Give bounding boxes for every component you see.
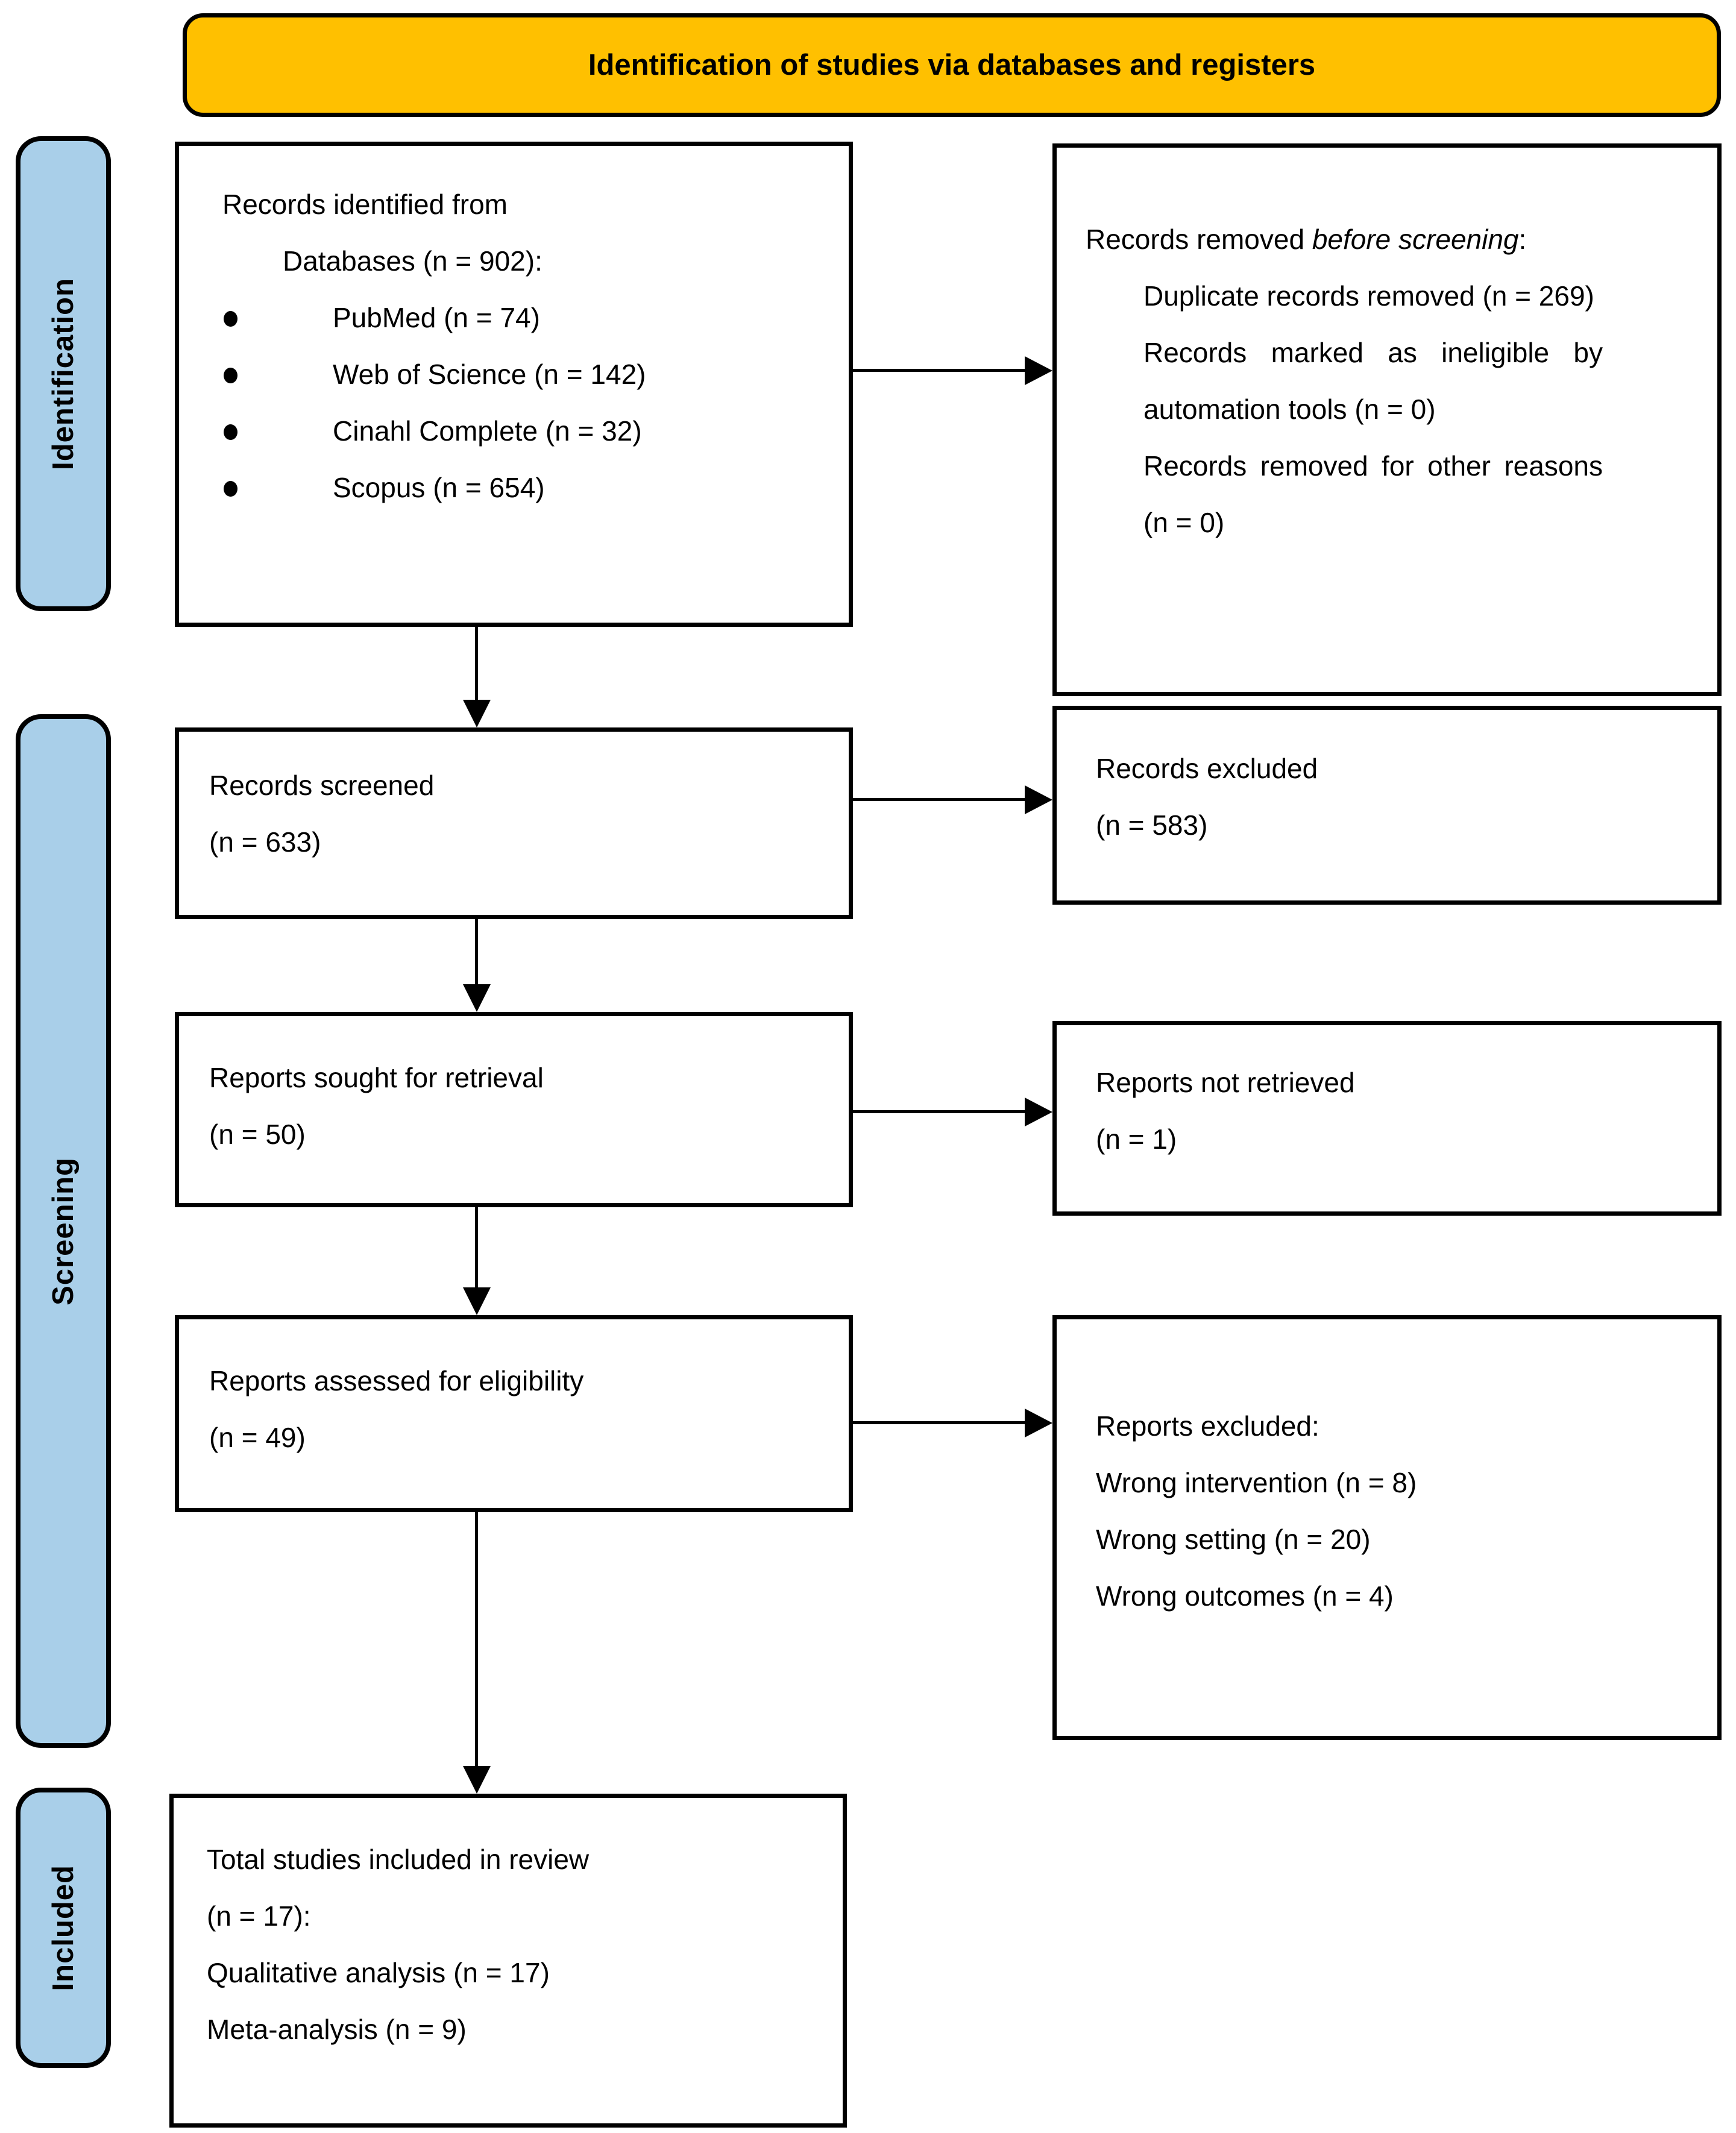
records-removed-intro-italic: before screening [1312,224,1519,255]
database-item-pubmed: PubMed (n = 74) [222,289,828,346]
records-screened-count: (n = 633) [209,826,321,858]
stage-label-identification: Identification [47,277,80,470]
arrow-assessed-to-excluded [849,1421,1025,1424]
stage-label-screening: Screening [47,1157,80,1305]
records-removed-item-automation: Records marked as ineligible by automati… [1143,337,1603,425]
arrow-screened-to-sought [475,919,478,984]
database-item-cinahl: Cinahl Complete (n = 32) [222,403,828,459]
reports-excluded-item-outcomes: Wrong outcomes (n = 4) [1096,1580,1394,1612]
arrow-assessed-to-included [475,1512,478,1766]
records-removed-intro: Records removed before screening: [1086,211,1690,268]
box-total-included: Total studies included in review (n = 17… [169,1794,847,2128]
reports-sought-line1: Reports sought for retrieval [209,1062,544,1093]
records-identified-line2: Databases (n = 902): [283,245,542,277]
records-excluded-line1: Records excluded [1096,753,1318,784]
reports-excluded-item-setting: Wrong setting (n = 20) [1096,1524,1371,1555]
records-removed-item-other: Records removed for other reasons (n = 0… [1143,450,1603,538]
arrow-sought-to-assessed [475,1207,478,1287]
records-identified-line1: Records identified from [222,189,508,220]
diagram-title-banner: Identification of studies via databases … [183,13,1721,117]
box-reports-assessed: Reports assessed for eligibility (n = 49… [175,1315,853,1512]
box-records-removed: Records removed before screening: Duplic… [1052,143,1722,696]
records-removed-intro-suffix: : [1518,224,1527,255]
diagram-title: Identification of studies via databases … [588,49,1316,81]
total-included-meta: Meta-analysis (n = 9) [207,2014,467,2045]
records-excluded-count: (n = 583) [1096,809,1208,841]
reports-excluded-title: Reports excluded: [1096,1410,1319,1442]
box-reports-not-retrieved: Reports not retrieved (n = 1) [1052,1021,1722,1216]
box-records-identified: Records identified from Databases (n = 9… [175,142,853,627]
box-records-excluded: Records excluded (n = 583) [1052,706,1722,905]
records-screened-line1: Records screened [209,770,435,801]
reports-excluded-item-intervention: Wrong intervention (n = 8) [1096,1467,1417,1498]
reports-not-retrieved-count: (n = 1) [1096,1123,1177,1155]
total-included-count: (n = 17): [207,1900,311,1932]
arrow-identified-to-removed [849,369,1025,372]
total-included-qualitative: Qualitative analysis (n = 17) [207,1957,550,1988]
arrow-screened-to-excluded [849,798,1025,801]
arrow-sought-to-not-retrieved [849,1110,1025,1113]
database-item-web-of-science: Web of Science (n = 142) [222,346,828,403]
stage-tab-included: Included [16,1788,111,2068]
arrow-identified-to-screened [475,627,478,700]
box-reports-sought: Reports sought for retrieval (n = 50) [175,1012,853,1207]
database-item-scopus: Scopus (n = 654) [222,459,828,516]
box-reports-excluded: Reports excluded: Wrong intervention (n … [1052,1315,1722,1740]
records-removed-item-duplicates: Duplicate records removed (n = 269) [1143,280,1594,312]
records-removed-intro-prefix: Records removed [1086,224,1312,255]
box-records-screened: Records screened (n = 633) [175,727,853,919]
reports-assessed-count: (n = 49) [209,1422,306,1453]
total-included-line1: Total studies included in review [207,1844,590,1875]
reports-sought-count: (n = 50) [209,1119,306,1150]
stage-label-included: Included [47,1864,80,1991]
database-list: PubMed (n = 74) Web of Science (n = 142)… [222,289,828,516]
stage-tab-identification: Identification [16,136,111,611]
reports-not-retrieved-line1: Reports not retrieved [1096,1067,1355,1098]
stage-tab-screening: Screening [16,714,111,1748]
reports-assessed-line1: Reports assessed for eligibility [209,1365,584,1396]
